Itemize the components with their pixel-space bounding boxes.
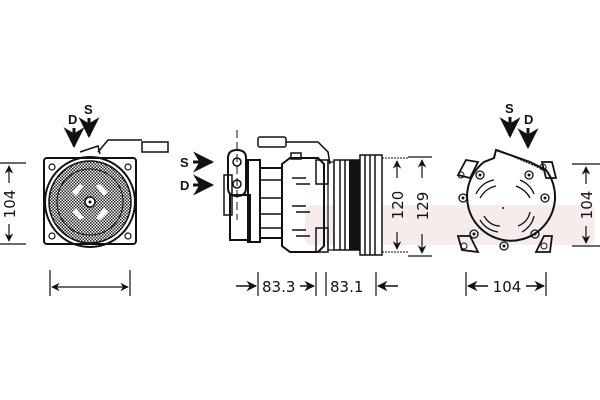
rear-view: S D [456, 101, 600, 296]
dimension-width [49, 270, 131, 296]
svg-text:104: 104 [493, 278, 522, 296]
dimension-lengths: 83.3 83.1 [236, 272, 398, 296]
port-label-d: D [180, 178, 189, 193]
port-label-s: S [505, 101, 514, 116]
svg-text:83.1: 83.1 [330, 278, 363, 296]
svg-text:120: 120 [389, 191, 407, 220]
port-label-s: S [180, 155, 189, 170]
bolt-icons [457, 163, 550, 251]
dimension-width: 104 [465, 272, 547, 296]
dimension-height: 104 [572, 163, 600, 247]
front-view: D S 104 [0, 102, 169, 296]
svg-text:104: 104 [578, 191, 596, 220]
svg-text:104: 104 [1, 190, 19, 219]
dimension-height: 104 [0, 162, 26, 245]
pulley [333, 154, 383, 256]
port-label-d: D [524, 112, 533, 127]
port-arrow-icon [499, 117, 539, 150]
port-label-s: S [84, 102, 93, 117]
side-view: S D [180, 130, 432, 296]
svg-text:129: 129 [414, 192, 432, 221]
port-arrow-icon [63, 117, 100, 149]
svg-text:83.3: 83.3 [262, 278, 295, 296]
dimension-overall-height: 129 [408, 156, 432, 257]
dimension-pulley-diameter: 120 [382, 157, 408, 253]
port-arrow-icon [193, 151, 215, 196]
port-label-d: D [68, 112, 77, 127]
